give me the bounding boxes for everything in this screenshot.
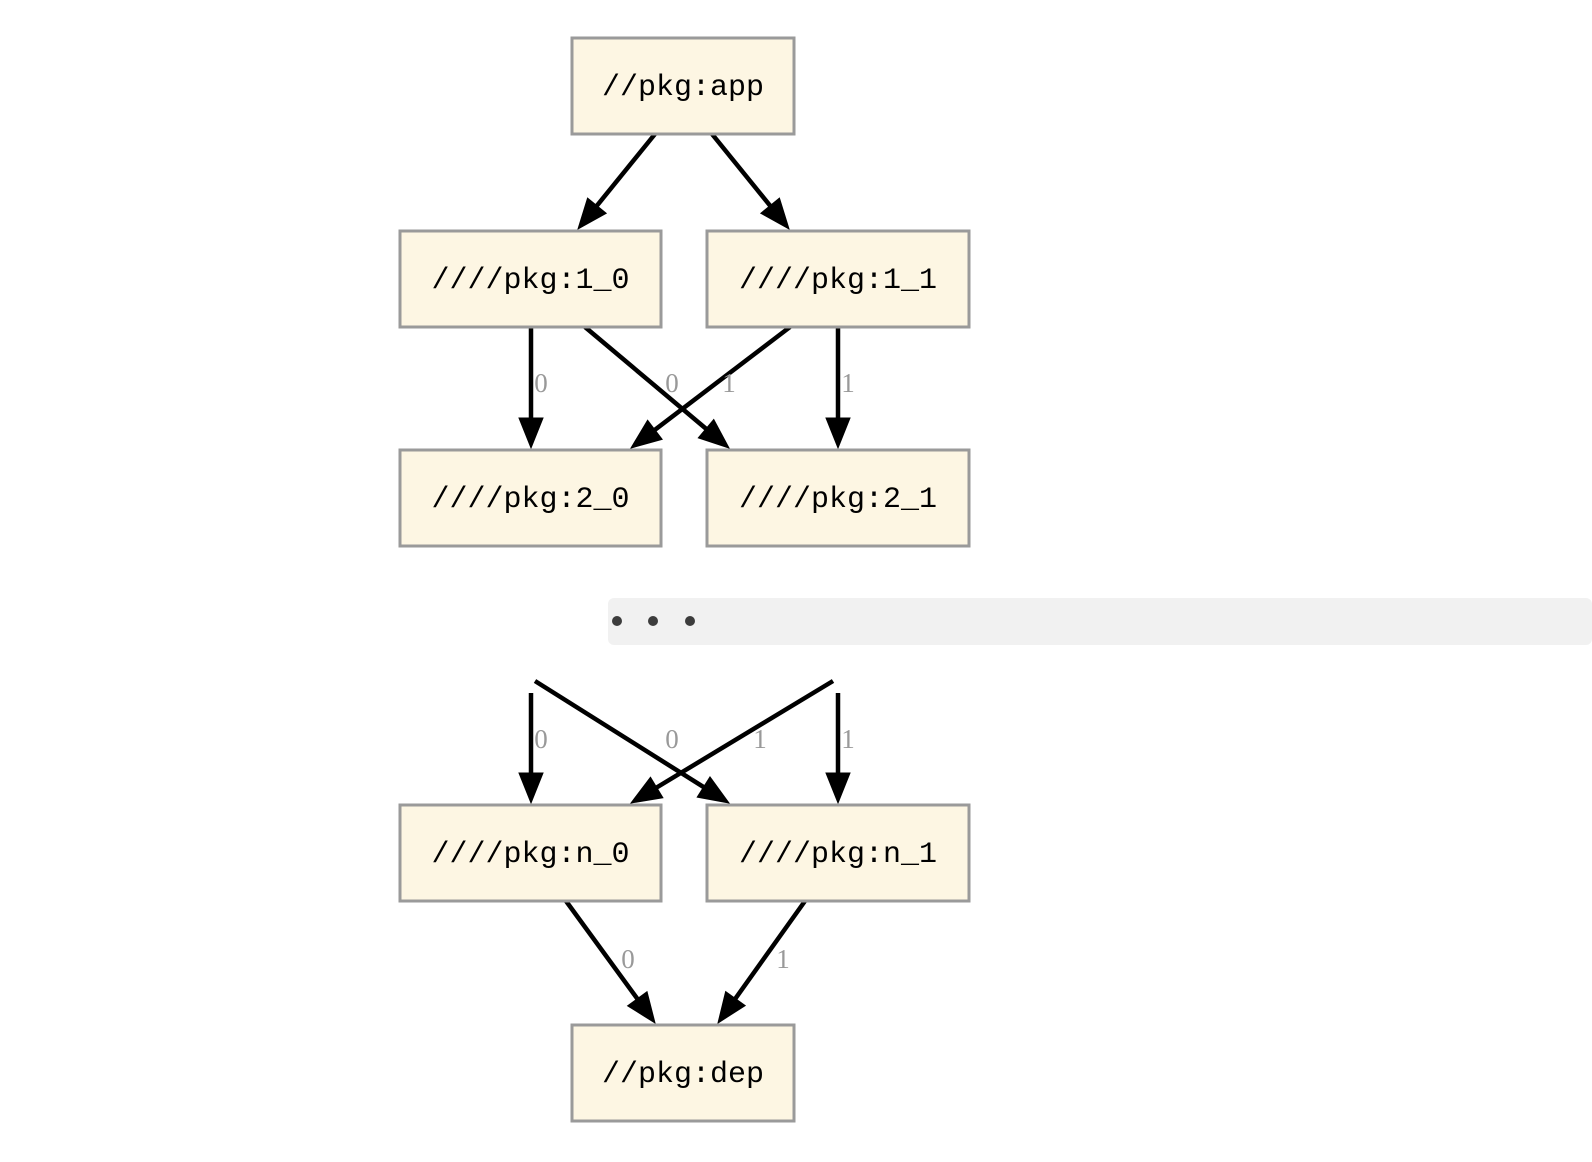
node-label: //pkg:dep — [602, 1058, 764, 1092]
node-label: ////pkg:1_1 — [739, 264, 937, 298]
edge-label: 0 — [665, 368, 679, 398]
node-label: ////pkg:n_0 — [431, 838, 629, 872]
ellipsis-dot — [685, 616, 695, 626]
edge-arrowhead — [629, 419, 663, 449]
ellipsis-dot — [612, 616, 622, 626]
edge-arrowhead — [696, 775, 731, 804]
node-rect[interactable] — [705, 803, 971, 903]
edge-arrowhead — [717, 990, 747, 1025]
ellipsis-group — [608, 598, 1592, 645]
edge-line — [564, 899, 644, 1007]
node-rect[interactable] — [570, 36, 796, 136]
node-rect[interactable] — [570, 1023, 796, 1123]
graph-node-n2_0[interactable]: ////pkg:2_0 — [398, 448, 663, 548]
graph-node-dep[interactable]: //pkg:dep — [570, 1023, 796, 1123]
edge-arrowhead — [518, 417, 544, 450]
edge-label: 0 — [665, 724, 679, 754]
node-rect[interactable] — [398, 448, 663, 548]
edge-line — [710, 132, 777, 214]
edge-arrowhead — [577, 197, 608, 231]
edge-line — [647, 325, 792, 437]
edge-label: 1 — [841, 368, 855, 398]
ellipsis-band — [608, 598, 1592, 645]
edge-arrowhead — [518, 772, 544, 805]
edge-arrowhead — [825, 772, 851, 805]
edges-layer — [518, 132, 851, 1025]
edge-label: 0 — [534, 368, 548, 398]
graph-node-nn_0[interactable]: ////pkg:n_0 — [398, 803, 663, 903]
node-label: ////pkg:n_1 — [739, 838, 937, 872]
graph-node-n1_0[interactable]: ////pkg:1_0 — [398, 229, 663, 329]
edge-line — [590, 132, 657, 214]
graph-node-n1_1[interactable]: ////pkg:1_1 — [705, 229, 971, 329]
edge-line — [583, 325, 714, 436]
node-rect[interactable] — [705, 448, 971, 548]
edge-line — [533, 679, 712, 794]
edge-label: 0 — [621, 944, 635, 974]
edge-arrowhead — [626, 990, 656, 1025]
edge-labels-layer: 0 0 1 1 0 0 1 1 0 1 — [534, 368, 855, 974]
edge-arrowhead — [629, 776, 664, 804]
node-label: ////pkg:2_0 — [431, 483, 629, 517]
graph-node-n2_1[interactable]: ////pkg:2_1 — [705, 448, 971, 548]
node-label: ////pkg:2_1 — [739, 483, 937, 517]
node-label: ////pkg:1_0 — [431, 264, 629, 298]
edge-label: 1 — [841, 724, 855, 754]
nodes-layer: //pkg:app ////pkg:1_0 ////pkg:1_1 ////pkg:2… — [398, 36, 971, 1123]
edge-label: 0 — [534, 724, 548, 754]
graph-node-app[interactable]: //pkg:app — [570, 36, 796, 136]
edge-label: 1 — [722, 368, 736, 398]
edge-arrowhead — [759, 197, 790, 231]
edge-label: 1 — [753, 724, 767, 754]
graph-node-nn_1[interactable]: ////pkg:n_1 — [705, 803, 971, 903]
node-rect[interactable] — [398, 803, 663, 903]
edge-line — [648, 679, 835, 794]
node-label: //pkg:app — [602, 71, 764, 105]
node-rect[interactable] — [705, 229, 971, 329]
edge-arrowhead — [697, 418, 731, 449]
edge-label: 1 — [776, 944, 790, 974]
edge-line — [728, 899, 807, 1007]
edge-arrowhead — [825, 417, 851, 450]
node-rect[interactable] — [398, 229, 663, 329]
ellipsis-dot — [648, 616, 658, 626]
